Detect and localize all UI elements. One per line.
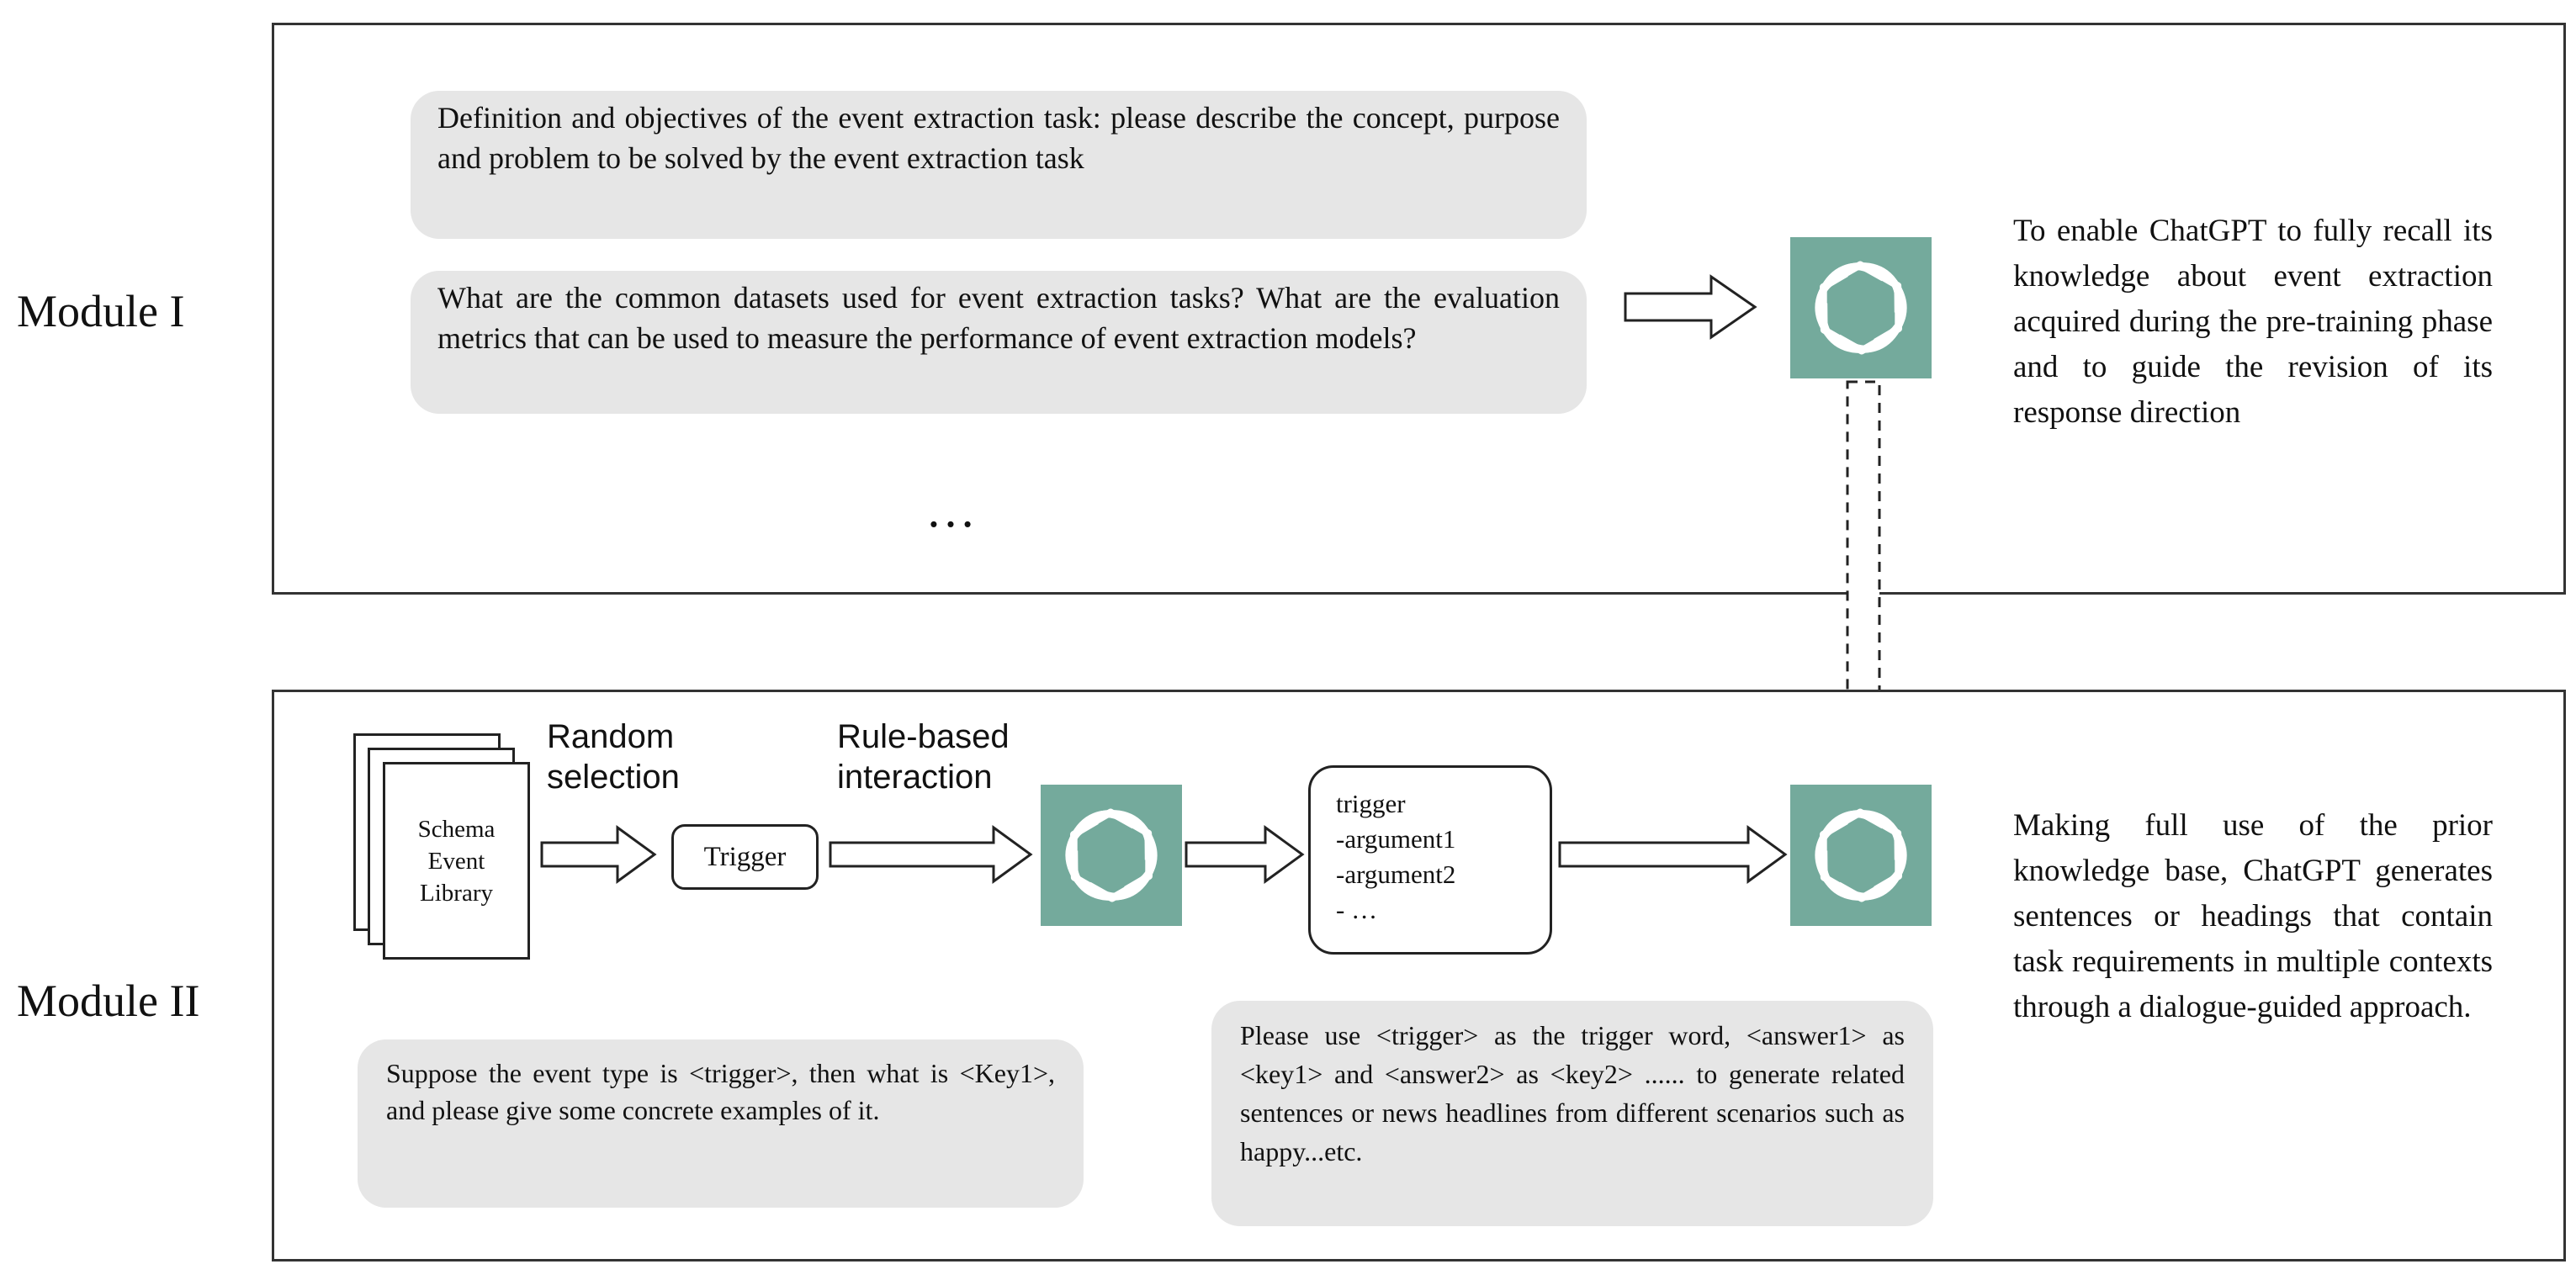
module-1-description: To enable ChatGPT to fully recall its kn… [2013, 214, 2493, 430]
module-1-label: Module I [17, 286, 185, 336]
rule-based-line-1: Rule-based [837, 718, 1010, 755]
chatgpt-logo-icon [1790, 785, 1932, 926]
module-1-prompt-definition: Definition and objectives of the event e… [411, 91, 1587, 239]
trigger-box: Trigger [671, 824, 819, 890]
random-selection-line-2: selection [547, 759, 680, 796]
hollow-arrow-icon [829, 825, 1033, 884]
hollow-arrow-icon [1185, 825, 1305, 884]
random-selection-line-1: Random [547, 718, 675, 755]
args-line-trigger: trigger [1336, 789, 1406, 818]
library-line-1: Schema [417, 815, 496, 843]
hollow-arrow-icon [1558, 825, 1788, 884]
module-2-prompt-right: Please use <trigger> as the trigger word… [1211, 1001, 1933, 1226]
module-1-prompt-datasets: What are the common datasets used for ev… [411, 271, 1587, 414]
rule-based-interaction-label: Rule-based interaction [837, 717, 1010, 797]
schema-event-library: Schema Event Library [383, 762, 530, 960]
rule-based-line-2: interaction [837, 759, 993, 796]
library-line-2: Event [427, 847, 485, 875]
hollow-arrow-icon [1624, 274, 1757, 340]
module-2-prompt-left: Suppose the event type is <trigger>, the… [358, 1039, 1084, 1208]
chatgpt-logo-icon [1790, 237, 1932, 378]
hollow-arrow-icon [540, 825, 657, 884]
ellipsis: … [925, 482, 976, 537]
random-selection-label: Random selection [547, 717, 680, 797]
args-line-argument1: -argument1 [1336, 824, 1456, 854]
args-line-more: - … [1336, 895, 1378, 924]
args-line-argument2: -argument2 [1336, 860, 1456, 889]
module-2-label: Module II [17, 976, 200, 1026]
module-2-description: Making full use of the prior knowledge b… [2013, 808, 2493, 1024]
chatgpt-logo-icon [1041, 785, 1182, 926]
arguments-box: trigger -argument1 -argument2 - … [1308, 765, 1552, 955]
library-line-3: Library [420, 879, 493, 907]
